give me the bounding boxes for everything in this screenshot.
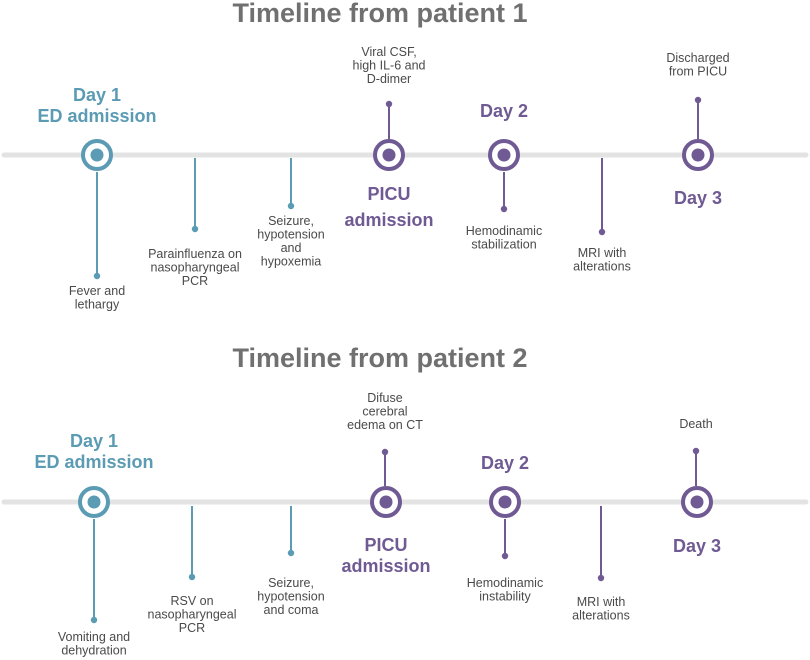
- event-label-parainfluenza-line: nasopharyngeal: [151, 261, 240, 275]
- event-label-outcome-line: Discharged: [666, 51, 729, 65]
- milestone-marker-core: [87, 495, 101, 509]
- event-label-hemo-line: instability: [479, 590, 531, 604]
- event-label-hemo-line: Hemodinamic: [467, 576, 543, 590]
- milestone-label-line: PICU: [364, 535, 407, 555]
- milestone-marker-core: [382, 148, 396, 162]
- event-label-fever-line: Fever and: [69, 284, 125, 298]
- milestone-label-line: PICU: [367, 184, 410, 204]
- timeline-title: Timeline from patient 2: [232, 343, 527, 373]
- event-label-mri-line: MRI with: [577, 595, 626, 609]
- milestone-marker-core: [379, 495, 393, 509]
- event-dot: [188, 573, 196, 581]
- event-label-fever-line: lethargy: [75, 298, 120, 312]
- event-label-seizure-line: hypoxemia: [261, 255, 321, 269]
- event-label-ct-line: cerebral: [362, 405, 407, 419]
- milestone-label-line: admission: [344, 210, 433, 230]
- event-dot: [501, 552, 509, 560]
- event-dot: [694, 96, 702, 104]
- milestone-marker-core: [498, 495, 512, 509]
- event-label-mri-line: alterations: [573, 260, 631, 274]
- event-label-rsv-line: RSV on: [170, 594, 213, 608]
- event-label-seizure-line: hypotension: [257, 590, 324, 604]
- event-dot: [287, 202, 295, 210]
- milestone-marker-core: [690, 495, 704, 509]
- milestone-label-line: ED admission: [37, 106, 156, 126]
- milestone-label-day3: Day 3: [673, 536, 721, 556]
- event-dot: [287, 549, 295, 557]
- event-dot: [692, 447, 700, 455]
- event-label-parainfluenza-line: Parainfluenza on: [148, 247, 242, 261]
- milestone-label-line: Day 2: [480, 101, 528, 121]
- event-label-csf-line: high IL-6 and: [353, 59, 426, 73]
- event-dot: [598, 228, 606, 236]
- milestone-label-line: Day 3: [673, 536, 721, 556]
- event-label-seizure-line: and: [281, 241, 302, 255]
- event-label-outcome-line: Death: [679, 417, 712, 431]
- event-label-vomiting-line: Vomiting and: [58, 630, 130, 644]
- event-label-outcome-line: from PICU: [669, 65, 727, 79]
- milestone-marker-core: [691, 148, 705, 162]
- milestone-label-day2: Day 2: [480, 101, 528, 121]
- milestone-label-line: Day 1: [70, 431, 118, 451]
- milestone-label-line: Day 3: [674, 188, 722, 208]
- event-dot: [385, 100, 393, 108]
- event-label-csf-line: D-dimer: [367, 72, 411, 86]
- event-label-rsv-line: nasopharyngeal: [148, 608, 237, 622]
- event-dot: [500, 205, 508, 213]
- event-label-hemo-line: stabilization: [471, 238, 536, 252]
- event-label-vomiting-line: dehydration: [61, 644, 126, 658]
- milestone-label-line: Day 2: [481, 453, 529, 473]
- event-label-seizure-line: hypotension: [257, 228, 324, 242]
- event-label-mri-line: alterations: [572, 609, 630, 623]
- milestone-label-line: admission: [341, 556, 430, 576]
- event-label-mri-line: MRI with: [578, 246, 627, 260]
- event-dot: [597, 574, 605, 582]
- event-dot: [90, 616, 98, 624]
- event-label-outcome: Death: [679, 417, 712, 431]
- event-label-ct-line: Difuse: [367, 391, 402, 405]
- event-dot: [191, 225, 199, 233]
- event-label-rsv-line: PCR: [179, 621, 205, 635]
- milestone-marker-core: [90, 148, 104, 162]
- event-label-seizure-line: Seizure,: [268, 576, 314, 590]
- milestone-label-day3: Day 3: [674, 188, 722, 208]
- milestone-label-day2: Day 2: [481, 453, 529, 473]
- event-dot: [381, 448, 389, 456]
- event-label-seizure-line: Seizure,: [268, 214, 314, 228]
- event-label-seizure-line: and coma: [264, 603, 319, 617]
- event-label-csf-line: Viral CSF,: [361, 45, 416, 59]
- milestone-label-line: Day 1: [73, 85, 121, 105]
- milestone-label-picu: PICU admission: [344, 184, 433, 230]
- event-label-ct-line: edema on CT: [347, 418, 423, 432]
- event-label-hemo-line: Hemodinamic: [466, 224, 542, 238]
- timeline-title: Timeline from patient 1: [232, 0, 527, 28]
- event-dot: [93, 272, 101, 280]
- milestone-marker-core: [497, 148, 511, 162]
- event-label-parainfluenza-line: PCR: [182, 274, 208, 288]
- milestone-label-line: ED admission: [34, 452, 153, 472]
